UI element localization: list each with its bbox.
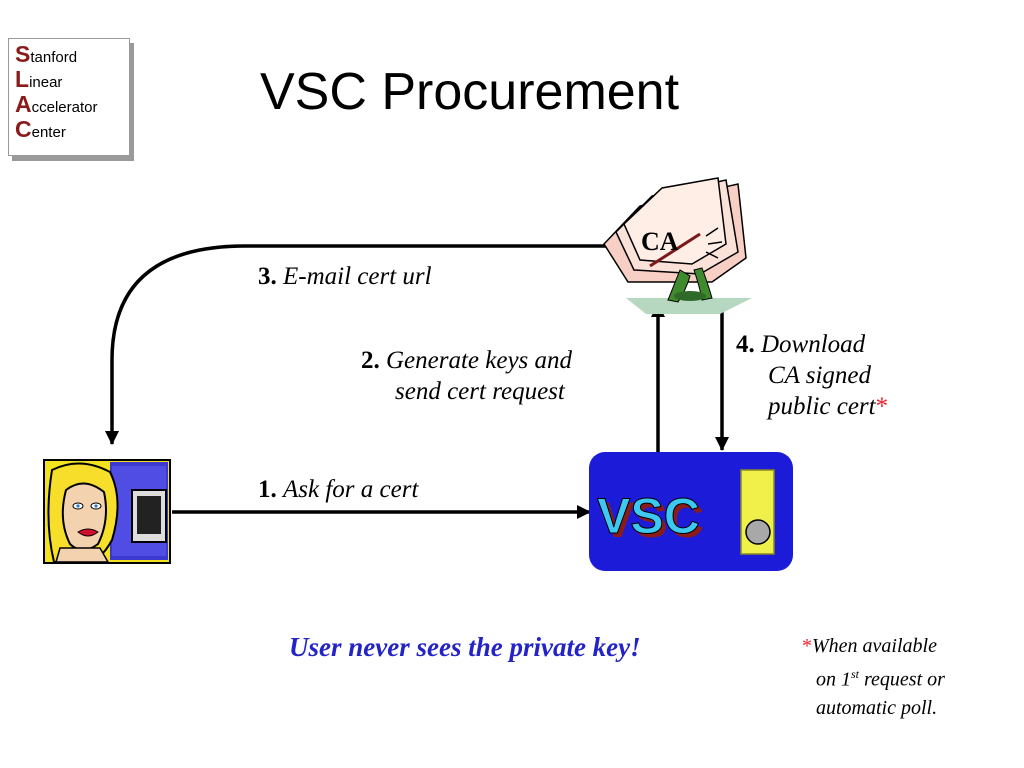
step1-label: 1. Ask for a cert (258, 476, 419, 503)
slide-title: VSC Procurement (260, 63, 680, 121)
logo-line-accelerator: Accelerator (15, 91, 98, 117)
ca-label: CA (641, 227, 679, 256)
arrow-email-cert-url (105, 244, 612, 445)
logo-line-stanford: Stanford (15, 41, 78, 67)
step4-label: 4. Download CA signed public cert* (736, 331, 889, 420)
vsc-label-shadow: VSC (601, 492, 704, 548)
step2-label: 2. Generate keys and send cert request (361, 347, 573, 405)
step3-label: 3. E-mail cert url (258, 263, 432, 290)
ca-icon (603, 177, 752, 314)
vsc-device (589, 452, 793, 571)
logo-line-center: Center (15, 116, 66, 142)
private-key-note: User never sees the private key! (289, 632, 641, 662)
logo-line-linear: Linear (15, 66, 63, 92)
footnote: *When available on 1st request or automa… (802, 635, 945, 719)
slac-logo: Stanford Linear Accelerator Center (8, 38, 130, 156)
vsc-label: VSC (597, 488, 700, 544)
user-icon (43, 459, 171, 564)
